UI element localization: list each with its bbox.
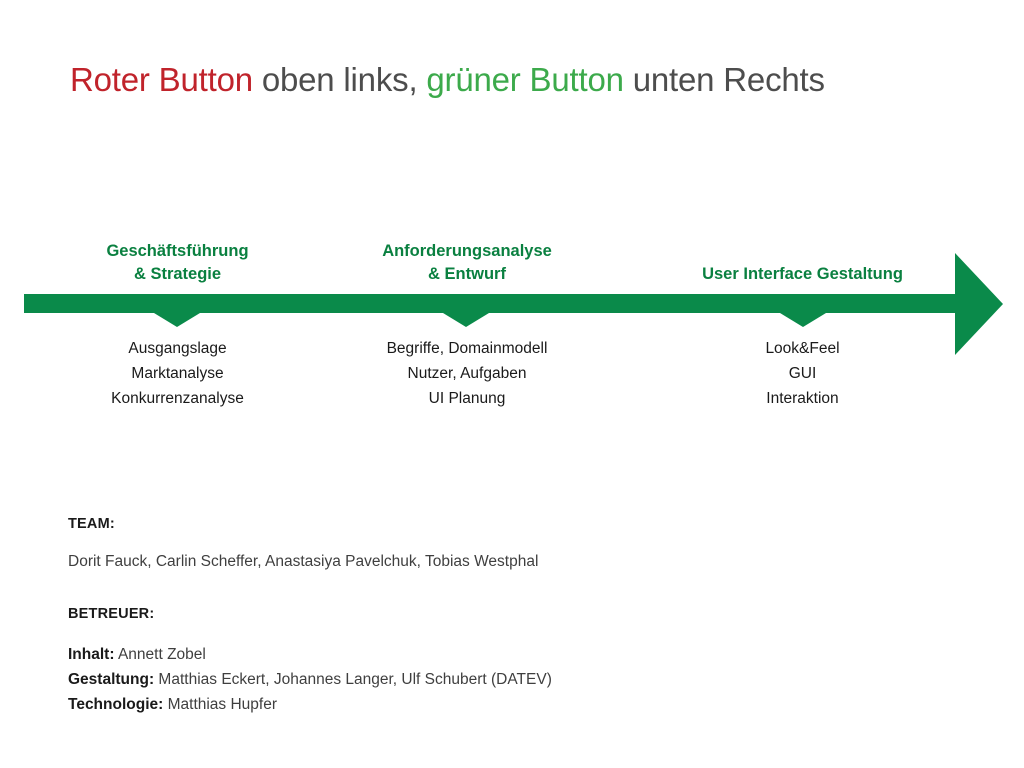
title-segment-red: Roter Button	[70, 61, 253, 98]
phase-marker-2-icon	[443, 313, 489, 327]
title-segment-gray-2: unten Rechts	[623, 61, 825, 98]
phase-heading-3: User Interface Gestaltung	[702, 265, 903, 283]
page-title: Roter Button oben links, grüner Button u…	[70, 58, 970, 102]
arrow-shaft	[24, 294, 956, 313]
betreuer-row-key: Inhalt:	[68, 646, 115, 663]
phase-marker-3-icon	[780, 313, 826, 327]
betreuer-row-technologie: Technologie: Matthias Hupfer	[68, 692, 552, 717]
phase-items-3: Look&Feel GUI Interaktion	[765, 340, 840, 407]
betreuer-row-inhalt: Inhalt: Annett Zobel	[68, 642, 552, 667]
betreuer-list: Inhalt: Annett Zobel Gestaltung: Matthia…	[68, 642, 552, 717]
timeline-arrow-graphic	[24, 253, 1003, 355]
phase-marker-1-icon	[154, 313, 200, 327]
phase-items-2: Begriffe, Domainmodell Nutzer, Aufgaben …	[386, 340, 548, 407]
arrow-head	[955, 253, 1003, 355]
phase-heading-1: Geschäftsführung & Strategie	[106, 242, 249, 283]
betreuer-row-key: Technologie:	[68, 696, 164, 713]
title-segment-green: grüner Button	[426, 61, 624, 98]
phase-heading-2: Anforderungsanalyse & Entwurf	[382, 242, 552, 283]
phase-items-1: Ausgangslage Marktanalyse Konkurrenzanal…	[111, 340, 244, 407]
betreuer-label: BETREUER:	[68, 606, 155, 622]
team-names: Dorit Fauck, Carlin Scheffer, Anastasiya…	[68, 553, 539, 570]
betreuer-row-value: Matthias Eckert, Johannes Langer, Ulf Sc…	[154, 671, 552, 688]
team-label: TEAM:	[68, 516, 115, 532]
betreuer-row-gestaltung: Gestaltung: Matthias Eckert, Johannes La…	[68, 667, 552, 692]
betreuer-row-key: Gestaltung:	[68, 671, 155, 688]
betreuer-row-value: Matthias Hupfer	[163, 696, 278, 713]
betreuer-row-value: Annett Zobel	[114, 646, 206, 663]
title-segment-gray-1: oben links,	[252, 61, 427, 98]
process-timeline: Geschäftsführung & Strategie Anforderung…	[0, 240, 1024, 420]
